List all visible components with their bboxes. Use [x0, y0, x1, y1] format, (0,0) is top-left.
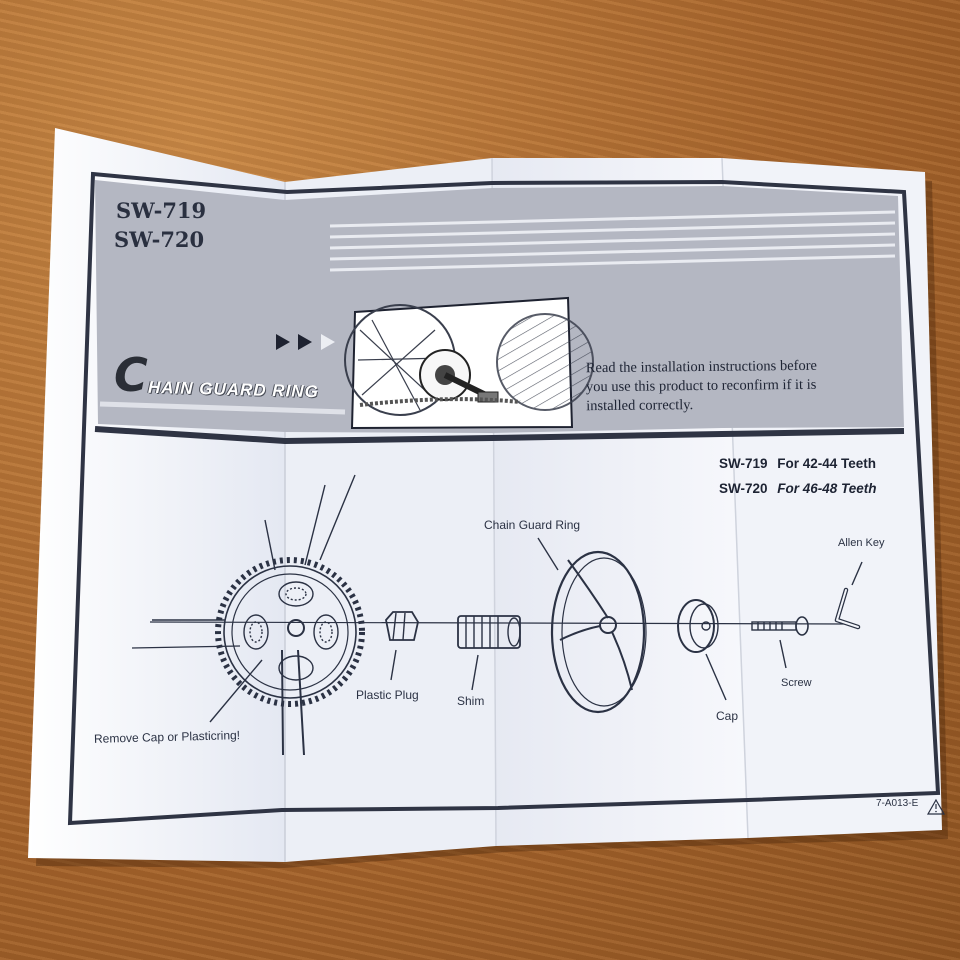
title-initial: C [114, 348, 148, 402]
label-shim: Shim [457, 694, 485, 708]
warning-icon [926, 798, 946, 815]
spec-row-1: SW-719 For 42-44 Teeth [719, 456, 876, 471]
allen-key-part [834, 561, 863, 630]
chainring [152, 474, 365, 756]
label-plastic-plug: Plastic Plug [356, 688, 419, 702]
label-allen-key: Allen Key [838, 537, 885, 549]
spec-row-2: SW-720 For 46-48 Teeth [719, 481, 877, 496]
model-label-1: SW-719 [116, 198, 207, 223]
triangle-arrows-icon [276, 334, 335, 350]
spec-desc-2: For 46-48 Teeth [777, 481, 877, 496]
label-chain-guard-ring: Chain Guard Ring [484, 518, 581, 532]
instruction-line-2: you use this product to reconfirm if it … [585, 376, 817, 396]
spec-desc-1: For 42-44 Teeth [777, 456, 877, 471]
cap-part [677, 599, 727, 701]
chain-guard-ring-part [537, 537, 647, 714]
instruction-line-3: installed correctly. [586, 397, 694, 415]
header-stripes [329, 210, 896, 272]
footer-code: 7-A013-E [876, 798, 919, 809]
assembly-diagram [131, 474, 863, 756]
spec-model-2: SW-720 [719, 481, 768, 496]
label-cap: Cap [716, 709, 739, 723]
shim [457, 615, 521, 691]
instruction-line-1: Read the installation instructions befor… [585, 357, 818, 377]
plastic-plug [385, 611, 419, 681]
sheet-frame [67, 171, 941, 826]
instruction-text: Read the installation instructions befor… [586, 357, 818, 416]
label-screw: Screw [781, 677, 812, 689]
bicycle-crank-photo [344, 296, 594, 430]
model-label-2: SW-720 [114, 227, 205, 252]
screw-part [751, 616, 809, 669]
spec-model-1: SW-719 [719, 456, 768, 471]
